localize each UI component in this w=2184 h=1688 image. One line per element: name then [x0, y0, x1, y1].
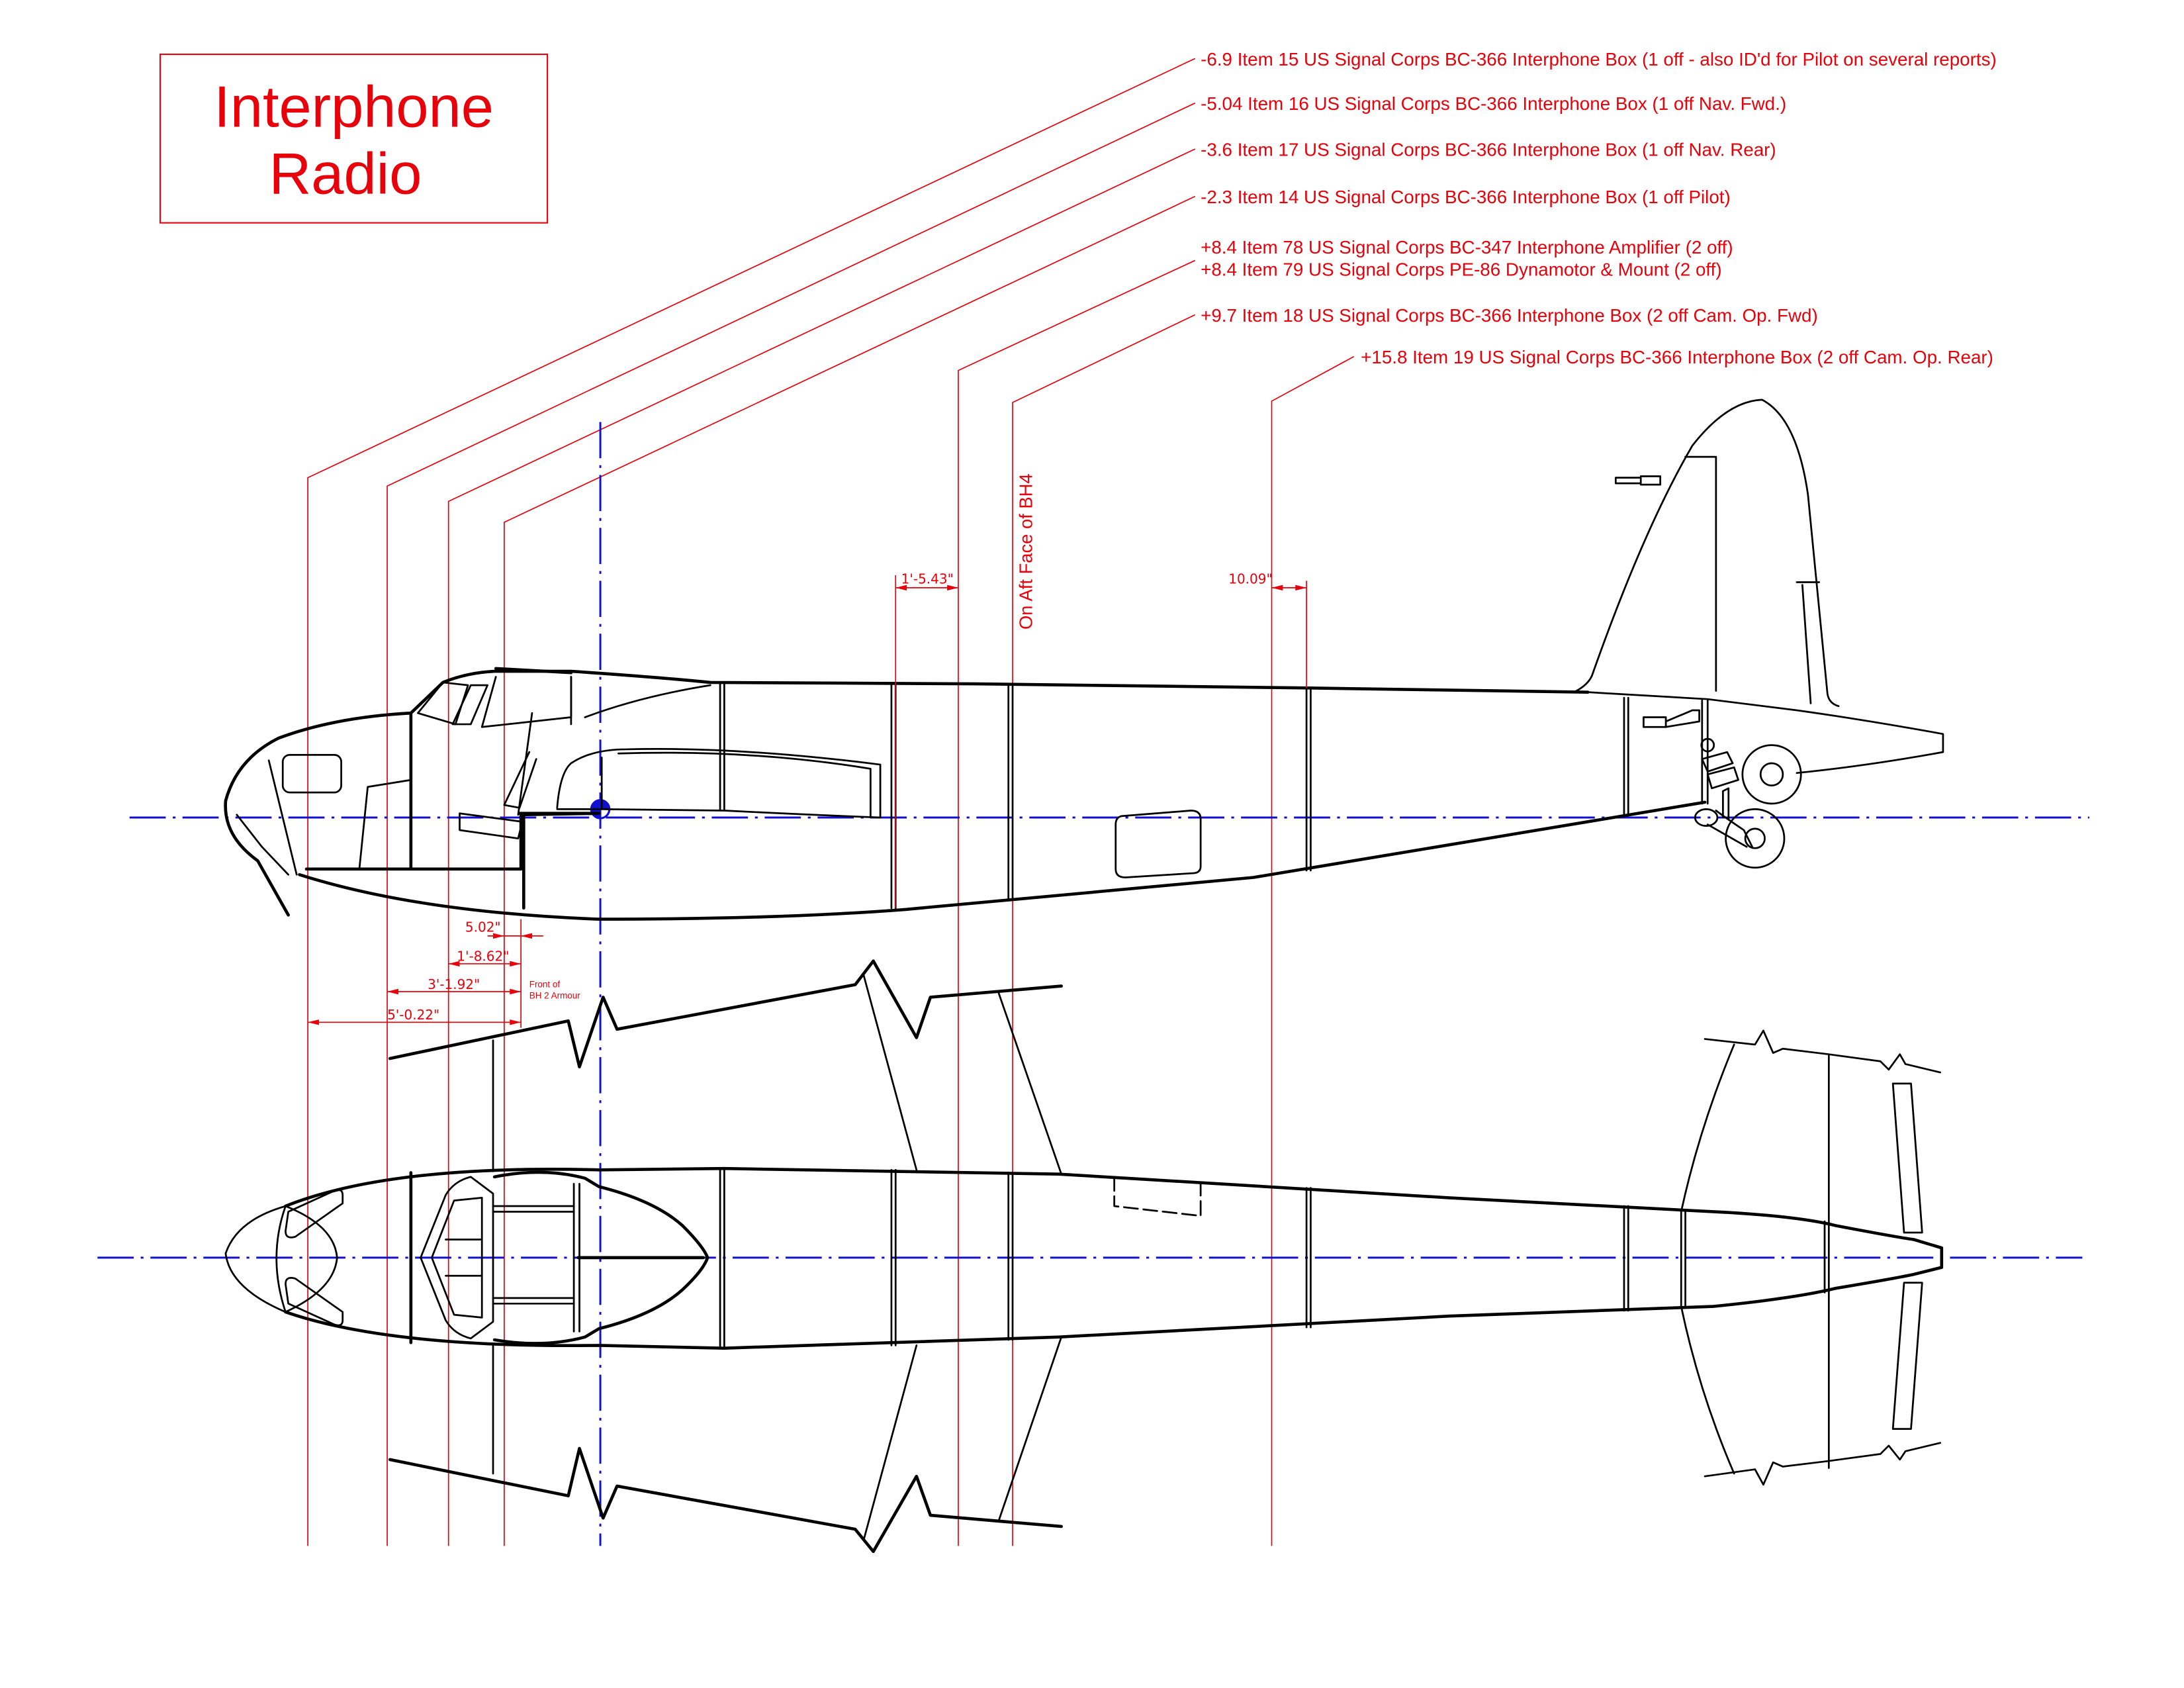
dimension-annotations: 5.02" 1'-8.62" 3'-1.92" 5'-0.22" Front o… — [308, 473, 1307, 1028]
plan-nose-tip — [224, 1205, 287, 1313]
upper-wing-leading-edge — [388, 959, 1064, 1068]
side-view-fuselage — [224, 399, 1944, 921]
seat-pan — [459, 812, 523, 839]
leader-item-78-79 — [958, 259, 1196, 1546]
dim-5-0-22: 5'-0.22" — [387, 1007, 439, 1023]
plan-fuselage-outline — [284, 1166, 1944, 1350]
dim-1-5-43: 1'-5.43" — [901, 571, 954, 587]
title-block: Interphone Radio — [159, 54, 549, 224]
tailwheel-pivot — [1700, 737, 1715, 753]
upper-tailplane-root-curve — [1680, 1043, 1735, 1213]
rudder-hinge — [1684, 455, 1717, 692]
upper-wing-flap-line-1 — [862, 974, 918, 1171]
upper-elevator-tab — [1891, 1082, 1923, 1234]
callout-item-17: -3.6 Item 17 US Signal Corps BC-366 Inte… — [1201, 140, 1776, 160]
leader-item-14 — [504, 195, 1196, 1546]
dim-5-02: 5.02" — [465, 919, 501, 935]
callout-item-78: +8.4 Item 78 US Signal Corps BC-347 Inte… — [1201, 237, 1733, 258]
lower-tailplane-leading-edge — [1704, 1442, 1942, 1486]
centerlines — [97, 422, 2089, 1546]
callout-item-18: +9.7 Item 18 US Signal Corps BC-366 Inte… — [1201, 305, 1818, 326]
leader-lines — [307, 58, 1355, 1546]
bh2-note-line-1: Front of — [529, 980, 561, 990]
dim-3-1-92: 3'-1.92" — [428, 976, 480, 992]
leader-item-17 — [447, 148, 1196, 1546]
aerial-mast — [1614, 475, 1662, 486]
canopy-side-panel — [480, 676, 572, 728]
plan-canopy-outline — [492, 1170, 709, 1345]
leader-item-19 — [1271, 355, 1355, 1546]
leader-item-18 — [1012, 314, 1196, 1546]
callout-list: -6.9 Item 15 US Signal Corps BC-366 Inte… — [1201, 49, 1997, 367]
callout-item-79: +8.4 Item 79 US Signal Corps PE-86 Dynam… — [1201, 259, 1721, 280]
lower-wing-flap-line-2 — [997, 1336, 1063, 1522]
tail-actuator — [1643, 709, 1700, 728]
leader-item-16 — [387, 102, 1196, 1546]
callout-item-14: -2.3 Item 14 US Signal Corps BC-366 Inte… — [1201, 187, 1731, 207]
dim-1-8-62: 1'-8.62" — [457, 949, 509, 964]
tailwheel-oleo — [1701, 751, 1739, 790]
vertical-fin — [1572, 399, 1840, 708]
windscreen-panel — [451, 684, 488, 726]
lower-tailplane-root-curve — [1680, 1305, 1735, 1475]
plan-nose-window-left — [285, 1189, 344, 1239]
tailwheel-extended — [1725, 808, 1786, 869]
windscreen-front — [417, 681, 469, 726]
lower-wing-flap-line-1 — [862, 1344, 918, 1542]
bh2-note-line-2: BH 2 Armour — [529, 991, 581, 1001]
plan-canopy-frames — [492, 1205, 575, 1305]
lower-elevator-tab — [1891, 1282, 1923, 1430]
leader-item-15 — [307, 58, 1196, 1546]
fuselage-top-line — [409, 669, 1590, 715]
fuselage-belly-line — [298, 800, 1707, 921]
nose-upper-outline — [224, 711, 413, 917]
plan-access-door-dashed — [1113, 1176, 1202, 1217]
upper-wing-flap-line-2 — [997, 992, 1063, 1176]
title-frame — [159, 54, 549, 224]
callout-item-19: +15.8 Item 19 US Signal Corps BC-366 Int… — [1361, 347, 1993, 367]
seat-back — [517, 712, 533, 816]
bh2-armour-side — [518, 812, 601, 871]
tail-cone-outline — [1586, 691, 1944, 774]
plan-view-fuselage — [224, 959, 1944, 1554]
callout-item-15: -6.9 Item 15 US Signal Corps BC-366 Inte… — [1201, 49, 1997, 70]
tailwheel-retracted — [1741, 744, 1802, 805]
rear-hatch-outline — [556, 748, 882, 819]
callout-item-16: -5.04 Item 16 US Signal Corps BC-366 Int… — [1201, 93, 1786, 114]
lower-wing-leading-edge — [388, 1446, 1064, 1554]
nose-window — [281, 753, 342, 794]
bh4-note: On Aft Face of BH4 — [1015, 473, 1036, 630]
plan-nose-window-right — [285, 1277, 344, 1327]
side-access-door — [1115, 810, 1202, 878]
plan-windscreen-frame — [420, 1176, 494, 1340]
dim-10-09: 10.09" — [1228, 571, 1272, 587]
trim-tab — [1801, 584, 1812, 704]
title-line-1: Interphone — [214, 73, 494, 139]
title-line-2: Radio — [269, 140, 422, 206]
upper-tailplane-leading-edge — [1704, 1029, 1942, 1074]
nose-frame-line — [267, 759, 298, 876]
tailwheel-fork — [1706, 810, 1753, 848]
